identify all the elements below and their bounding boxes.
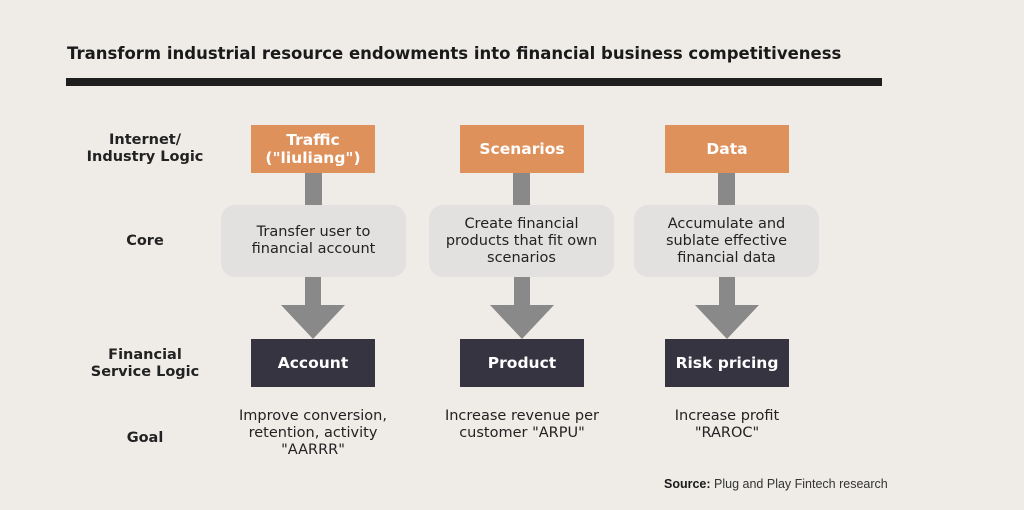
row-label-core: Core bbox=[75, 233, 215, 250]
row-label-text: Financial Service Logic bbox=[90, 347, 200, 380]
top-box-label: Scenarios bbox=[479, 140, 565, 158]
top-box-label: Data bbox=[706, 140, 748, 158]
goal-text-account: Improve conversion, retention, activity … bbox=[213, 408, 413, 459]
goal-text: Improve conversion, retention, activity … bbox=[239, 408, 387, 458]
core-box-transfer-user: Transfer user to financial account bbox=[221, 205, 406, 277]
diagram-title: Transform industrial resource endowments… bbox=[67, 44, 842, 63]
financial-box-risk-pricing: Risk pricing bbox=[665, 339, 789, 387]
connector-stem bbox=[718, 173, 735, 205]
top-box-data: Data bbox=[665, 125, 789, 173]
financial-box-label: Risk pricing bbox=[675, 354, 779, 372]
down-arrow-icon bbox=[281, 277, 345, 339]
core-box-text: Accumulate and sublate effective financi… bbox=[665, 215, 788, 266]
down-arrow-icon bbox=[490, 277, 554, 339]
source-text: Plug and Play Fintech research bbox=[714, 477, 888, 491]
source-label: Source: bbox=[664, 477, 711, 491]
core-box-text: Create financial products that fit own s… bbox=[445, 215, 598, 266]
top-box-traffic: Traffic ("liuliang") bbox=[251, 125, 375, 173]
goal-text: Increase profit "RAROC" bbox=[674, 408, 780, 441]
top-box-label: Traffic ("liuliang") bbox=[265, 131, 361, 167]
top-box-scenarios: Scenarios bbox=[460, 125, 584, 173]
row-label-financial-service-logic: Financial Service Logic bbox=[75, 347, 215, 381]
connector-stem bbox=[513, 173, 530, 205]
financial-box-label: Product bbox=[487, 354, 557, 372]
row-label-text: Goal bbox=[126, 430, 164, 446]
connector-stem bbox=[305, 173, 322, 205]
financial-box-account: Account bbox=[251, 339, 375, 387]
goal-text-risk-pricing: Increase profit "RAROC" bbox=[627, 408, 827, 442]
financial-box-product: Product bbox=[460, 339, 584, 387]
core-box-accumulate-data: Accumulate and sublate effective financi… bbox=[634, 205, 819, 277]
core-box-create-products: Create financial products that fit own s… bbox=[429, 205, 614, 277]
title-rule bbox=[66, 78, 882, 86]
financial-box-label: Account bbox=[277, 354, 349, 372]
core-box-text: Transfer user to financial account bbox=[251, 224, 376, 257]
source-note: Source: Plug and Play Fintech research bbox=[664, 477, 888, 491]
goal-text-product: Increase revenue per customer "ARPU" bbox=[422, 408, 622, 442]
row-label-text: Core bbox=[126, 233, 164, 249]
row-label-text: Internet/ Industry Logic bbox=[86, 132, 204, 165]
row-label-goal: Goal bbox=[75, 430, 215, 447]
row-label-internet-logic: Internet/ Industry Logic bbox=[75, 132, 215, 166]
down-arrow-icon bbox=[695, 277, 759, 339]
goal-text: Increase revenue per customer "ARPU" bbox=[444, 408, 600, 441]
